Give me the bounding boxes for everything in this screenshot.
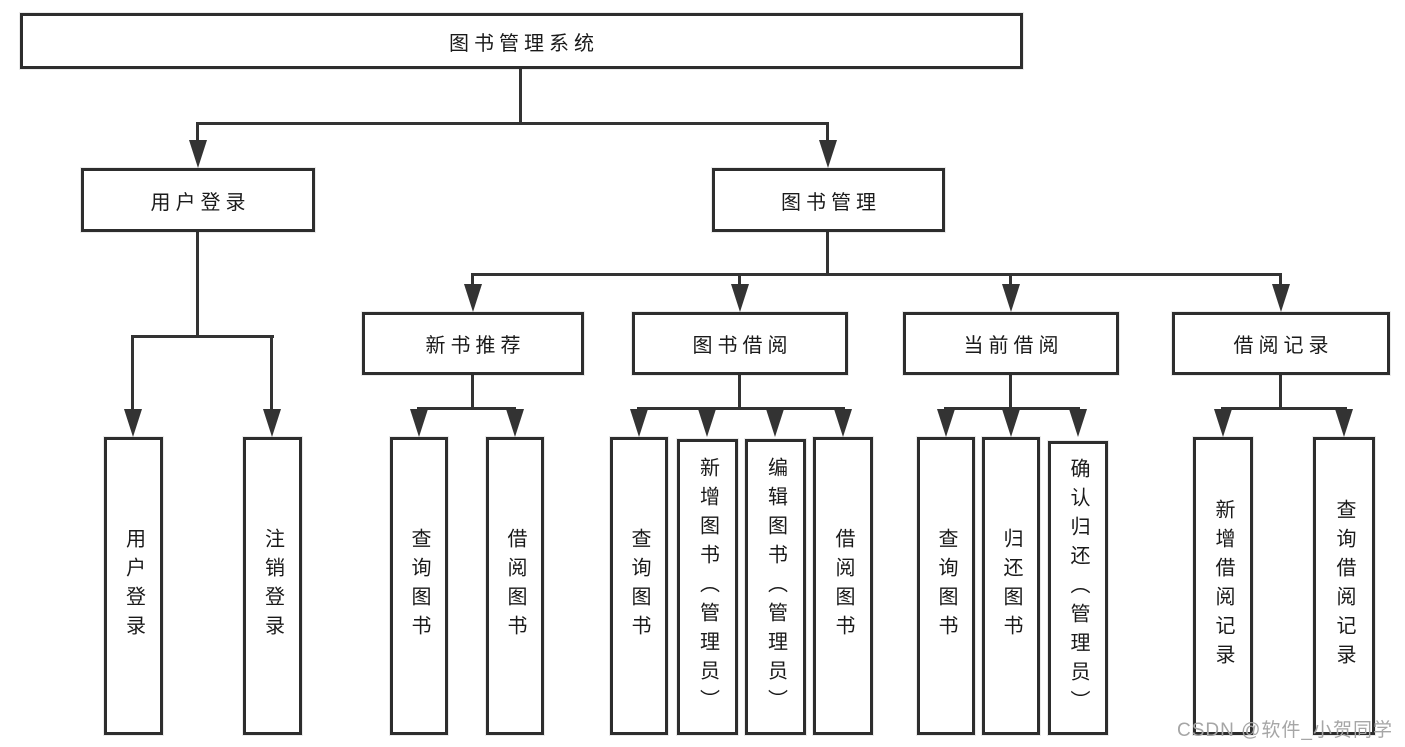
node-records-add-record-label: 新增借阅记录 bbox=[1212, 499, 1234, 673]
node-current-query-books-label: 查询图书 bbox=[935, 528, 957, 644]
connector-stem bbox=[1009, 273, 1012, 284]
node-borrow-add-books: 新增图书（管理员） bbox=[677, 439, 738, 735]
node-new-book-rec-label: 新书推荐 bbox=[425, 335, 526, 357]
node-logout-leaf: 注销登录 bbox=[243, 437, 302, 735]
arrowhead-down-icon bbox=[506, 409, 524, 437]
arrowhead-down-icon bbox=[766, 409, 784, 437]
node-records-add-record: 新增借阅记录 bbox=[1193, 437, 1253, 735]
node-current-return-books-label: 归还图书 bbox=[1000, 528, 1022, 644]
node-rec-borrow-books: 借阅图书 bbox=[486, 437, 544, 735]
connector-stem bbox=[471, 273, 474, 284]
node-borrow-query-books-label: 查询图书 bbox=[628, 528, 650, 644]
connector-current-borrow-vertical bbox=[1009, 375, 1012, 407]
arrowhead-down-icon bbox=[464, 284, 482, 312]
arrowhead-down-icon bbox=[410, 409, 428, 437]
connector-book-borrow-horizontal bbox=[637, 407, 845, 410]
node-current-return-books: 归还图书 bbox=[982, 437, 1040, 735]
node-root-label: 图书管理系统 bbox=[449, 32, 599, 55]
node-current-confirm-return-label: 确认归还（管理员） bbox=[1067, 457, 1089, 719]
node-rec-borrow-books-label: 借阅图书 bbox=[504, 528, 526, 644]
connector-level2-horizontal bbox=[196, 122, 829, 125]
arrowhead-down-icon bbox=[263, 409, 281, 437]
node-borrow-edit-books: 编辑图书（管理员） bbox=[745, 439, 806, 735]
node-user-login-leaf-label: 用户登录 bbox=[122, 528, 145, 644]
connector-stem bbox=[196, 122, 199, 142]
connector-stem bbox=[738, 273, 741, 284]
connector-stem bbox=[270, 335, 273, 409]
node-book-borrow: 图书借阅 bbox=[632, 312, 848, 375]
node-current-query-books: 查询图书 bbox=[917, 437, 975, 735]
watermark: CSDN @软件_小贺同学 bbox=[1177, 720, 1393, 741]
connector-root-vertical bbox=[519, 69, 522, 122]
connector-borrow-records-vertical bbox=[1279, 375, 1282, 407]
node-borrow-query-books: 查询图书 bbox=[610, 437, 668, 735]
connector-stem bbox=[1279, 273, 1282, 284]
node-new-book-rec: 新书推荐 bbox=[362, 312, 584, 375]
arrowhead-down-icon bbox=[630, 409, 648, 437]
connector-current-borrow-horizontal bbox=[944, 407, 1080, 410]
node-borrow-borrow-books-label: 借阅图书 bbox=[832, 528, 854, 644]
node-user-login-leaf: 用户登录 bbox=[104, 437, 163, 735]
node-current-borrow: 当前借阅 bbox=[903, 312, 1119, 375]
arrowhead-down-icon bbox=[834, 409, 852, 437]
node-book-mgmt-label: 图书管理 bbox=[781, 191, 881, 214]
arrowhead-down-icon bbox=[1335, 409, 1353, 437]
connector-book-borrow-vertical bbox=[738, 375, 741, 407]
connector-stem bbox=[131, 335, 134, 409]
node-current-borrow-label: 当前借阅 bbox=[963, 335, 1064, 357]
node-user-login: 用户登录 bbox=[81, 168, 315, 232]
node-book-borrow-label: 图书借阅 bbox=[692, 335, 793, 357]
arrowhead-down-icon bbox=[189, 140, 207, 168]
arrowhead-down-icon bbox=[937, 409, 955, 437]
node-user-login-label: 用户登录 bbox=[150, 191, 251, 214]
node-borrow-edit-books-label: 编辑图书（管理员） bbox=[764, 456, 787, 718]
arrowhead-down-icon bbox=[1069, 409, 1087, 437]
connector-new-book-rec-vertical bbox=[471, 375, 474, 407]
connector-stem bbox=[826, 122, 829, 142]
node-borrow-records-label: 借阅记录 bbox=[1233, 335, 1334, 357]
connector-borrow-records-horizontal bbox=[1221, 407, 1347, 410]
arrowhead-down-icon bbox=[1272, 284, 1290, 312]
node-records-query-record-label: 查询借阅记录 bbox=[1333, 499, 1355, 673]
node-logout-leaf-label: 注销登录 bbox=[261, 528, 284, 644]
arrowhead-down-icon bbox=[1214, 409, 1232, 437]
node-records-query-record: 查询借阅记录 bbox=[1313, 437, 1375, 735]
connector-user-login-horizontal bbox=[131, 335, 274, 338]
node-borrow-borrow-books: 借阅图书 bbox=[813, 437, 873, 735]
node-borrow-records: 借阅记录 bbox=[1172, 312, 1390, 375]
arrowhead-down-icon bbox=[124, 409, 142, 437]
node-borrow-add-books-label: 新增图书（管理员） bbox=[696, 456, 719, 718]
arrowhead-down-icon bbox=[698, 409, 716, 437]
arrowhead-down-icon bbox=[1002, 409, 1020, 437]
connector-new-book-rec-horizontal bbox=[417, 407, 516, 410]
node-current-confirm-return: 确认归还（管理员） bbox=[1048, 441, 1108, 735]
arrowhead-down-icon bbox=[731, 284, 749, 312]
node-root: 图书管理系统 bbox=[20, 13, 1023, 69]
arrowhead-down-icon bbox=[1002, 284, 1020, 312]
connector-book-mgmt-vertical bbox=[826, 232, 829, 273]
connector-user-login-vertical bbox=[196, 232, 199, 335]
node-book-mgmt: 图书管理 bbox=[712, 168, 945, 232]
node-rec-query-books: 查询图书 bbox=[390, 437, 448, 735]
arrowhead-down-icon bbox=[819, 140, 837, 168]
node-rec-query-books-label: 查询图书 bbox=[408, 528, 430, 644]
connector-level3-horizontal bbox=[471, 273, 1282, 276]
